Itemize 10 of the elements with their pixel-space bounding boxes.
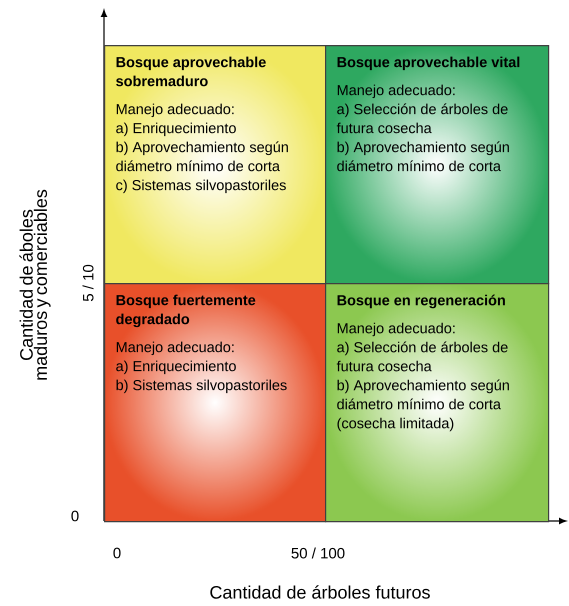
tick-label: 0 bbox=[113, 548, 121, 558]
quadrant-box: Bosque aprovechable vital Manejo adecuado: a) Selección de árboles de futura cosecha b) Aprovechamiento según diámetro mínimo de corta bbox=[325, 45, 550, 284]
tick-label: 50 / 100 bbox=[291, 548, 344, 558]
quadrant-box: Bosque aprovechable sobremaduro Manejo adecuado: a) Enriquecimiento b) Aprovechamiento según diámetro mínimo de corta c) Sistemas silvopastoriles bbox=[104, 45, 326, 284]
axis-label: Cantidad de árboles futuros bbox=[210, 585, 430, 599]
axis-label: Cantidad de áboles maduros y comerciables bbox=[19, 190, 51, 380]
quadrant-box: Bosque fuertemente degradado Manejo adecuado: a) Enriquecimiento b) Sistemas silvopastoriles bbox=[104, 283, 326, 522]
tick-label: 0 bbox=[71, 510, 79, 522]
quadrant-box: Bosque en regeneración Manejo adecuado: a) Selección de árboles de futura cosecha b) Aprovechamiento según diámetro mínimo de corta (cosecha limitada) bbox=[325, 283, 550, 522]
tick-label: 5 / 10 bbox=[82, 264, 94, 302]
